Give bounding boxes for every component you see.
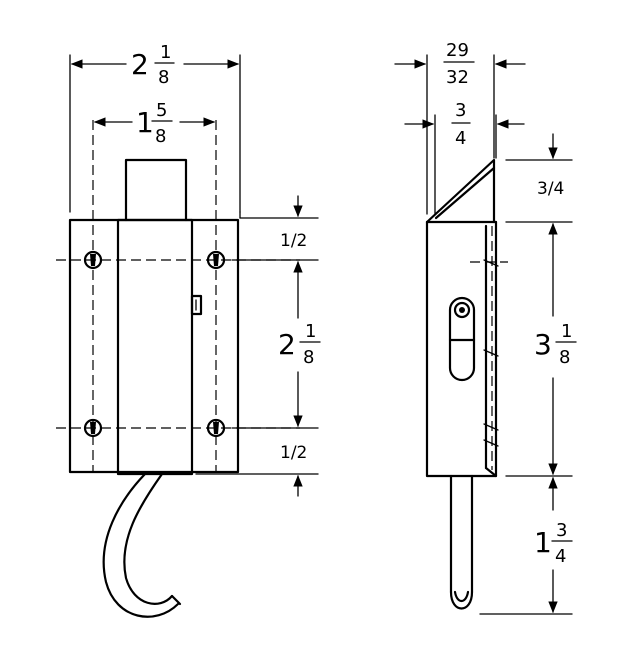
body-height-whole: 3 [534, 328, 552, 361]
hole-height-num: 1 [305, 321, 316, 342]
hole-width-den: 8 [155, 126, 166, 147]
hole-height-whole: 2 [278, 328, 296, 361]
screw-hole [83, 418, 103, 438]
label-body-height: 3 1 8 [534, 321, 577, 368]
overall-depth-den: 32 [446, 67, 469, 88]
label-overall-width: 2 1 8 [131, 42, 175, 88]
front-dimensions [69, 54, 319, 497]
label-top-margin: 1/2 [280, 231, 307, 251]
front-view [56, 120, 300, 618]
overall-width-num: 1 [160, 42, 171, 63]
rod [449, 474, 474, 594]
overall-width-den: 8 [158, 67, 169, 88]
rod-extension-whole: 1 [534, 526, 552, 559]
hook [102, 472, 180, 618]
label-bevel-height: 3/4 [537, 179, 564, 199]
rod-extension-num: 3 [556, 520, 567, 541]
handle-slot [190, 294, 203, 316]
hole-width-num: 5 [156, 100, 167, 121]
label-hole-spacing-width: 1 5 8 [136, 100, 173, 147]
slot-screw [453, 301, 471, 319]
screw-hole [206, 250, 226, 270]
label-overall-depth: 29 32 [443, 40, 475, 88]
bevel [425, 158, 496, 224]
label-hole-spacing-height: 2 1 8 [278, 321, 321, 368]
bolt-top [124, 158, 188, 222]
side-body [425, 220, 498, 478]
bolt-housing [116, 218, 194, 476]
side-dimensions [394, 54, 573, 615]
bolt-depth-den: 4 [455, 128, 466, 149]
label-rod-extension: 1 3 4 [534, 520, 573, 567]
label-bolt-depth: 3 4 [451, 100, 471, 149]
body-height-num: 1 [561, 321, 572, 342]
overall-width-whole: 2 [131, 48, 149, 81]
side-view [425, 158, 508, 610]
body-height-den: 8 [559, 347, 570, 368]
bolt-depth-num: 3 [455, 100, 466, 121]
overall-depth-num: 29 [446, 40, 469, 61]
hole-height-den: 8 [303, 347, 314, 368]
rod-extension-den: 4 [555, 546, 566, 567]
screw-hole [206, 418, 226, 438]
hole-width-whole: 1 [136, 106, 154, 139]
screw-hole [83, 250, 103, 270]
label-bottom-margin: 1/2 [280, 443, 307, 463]
